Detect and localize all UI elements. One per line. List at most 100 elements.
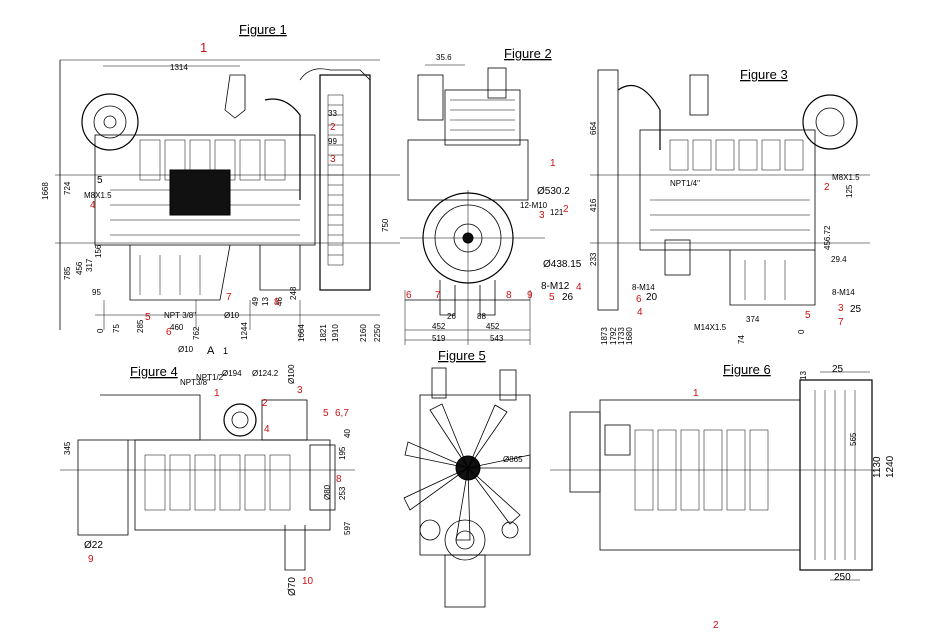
figure-2-title: Figure 2 <box>504 46 552 61</box>
dim-20: 20 <box>646 292 658 303</box>
dim-13: 13 <box>261 297 270 306</box>
dim-456: 456 <box>75 261 84 275</box>
dim-1733: 1733 <box>617 327 626 345</box>
callout-1: 1 <box>693 388 699 399</box>
figure-5: Figure 5 Ø865 <box>403 348 531 608</box>
engine-plan-view <box>599 399 801 551</box>
dim-40: 40 <box>343 429 352 438</box>
callout-2: 2 <box>563 204 569 215</box>
dim-88: 88 <box>477 312 486 321</box>
dim-75: 75 <box>112 324 121 333</box>
air-filter-right <box>487 67 507 99</box>
callout-4: 4 <box>264 424 270 435</box>
dim-46: 46 <box>275 297 284 306</box>
dim-35-6: 35.6 <box>436 53 452 62</box>
dim-8-m14-left: 8-M14 <box>632 283 655 292</box>
callout-8: 8 <box>274 297 280 308</box>
turbocharger <box>81 93 139 151</box>
dim-248: 248 <box>289 286 298 300</box>
dim-374: 374 <box>746 315 760 324</box>
callout-3: 3 <box>297 385 303 396</box>
dim-250: 250 <box>834 572 851 583</box>
dim-452-right: 452 <box>486 322 500 331</box>
figure-3-title: Figure 3 <box>740 67 788 82</box>
fuel-pump <box>169 169 231 216</box>
npt-3-8: NPT3/8" <box>180 378 210 387</box>
callout-7: 7 <box>435 290 441 301</box>
callout-2: 2 <box>262 398 268 409</box>
dim-33: 33 <box>328 109 337 118</box>
dim-785: 785 <box>63 266 72 280</box>
dim-724: 724 <box>63 181 72 195</box>
exhaust-outlet <box>224 74 246 119</box>
dim-phi70: Ø70 <box>287 577 298 596</box>
callout-6: 6 <box>166 327 172 338</box>
dim-8-m12: 8-M12 <box>541 281 570 292</box>
callout-4: 4 <box>637 307 643 318</box>
radiator <box>319 74 371 291</box>
figure-1-title: Figure 1 <box>239 22 287 37</box>
engine-block-right-side <box>639 129 816 251</box>
callout-9: 9 <box>527 290 533 301</box>
dim-1314: 1314 <box>170 63 188 72</box>
dim-26b: 26 <box>447 312 456 321</box>
npt-label: NPT 3/8" <box>164 311 196 320</box>
oil-pan-right <box>729 250 816 306</box>
callout-2: 2 <box>824 182 830 193</box>
callout-1-top: 1 <box>200 40 207 55</box>
dim-m14x15: M14X1.5 <box>694 323 727 332</box>
dim-460: 460 <box>170 323 184 332</box>
callout-8: 8 <box>506 290 512 301</box>
section-5: 5 <box>97 175 103 186</box>
callout-5: 5 <box>145 312 151 323</box>
dim-29-4: 29.4 <box>831 255 847 264</box>
crank-pulley <box>444 519 486 561</box>
callout-7: 7 <box>838 317 844 328</box>
dim-1792: 1792 <box>609 327 618 345</box>
turbocharger-right <box>802 94 858 150</box>
dim-750: 750 <box>381 218 390 232</box>
callout-6-7: 6,7 <box>335 408 349 419</box>
dim-2250: 2250 <box>373 324 382 342</box>
section-1: 1 <box>223 346 228 356</box>
callout-5: 5 <box>323 408 329 419</box>
dim-253: 253 <box>338 486 347 500</box>
dim-1130: 1130 <box>872 456 883 478</box>
dim-0-right: 0 <box>797 329 806 334</box>
dim-121: 121 <box>550 208 564 217</box>
dim-2160: 2160 <box>359 324 368 342</box>
dim-13-top: 13 <box>799 371 808 380</box>
dim-156: 156 <box>94 244 103 258</box>
radiator-edge <box>597 69 619 311</box>
dim-1821: 1821 <box>319 324 328 342</box>
figure-2: Figure 2 35.6 Ø530.2 12-M10 121 Ø438.15 <box>400 46 582 345</box>
oil-pan <box>129 244 231 301</box>
npt-1-2: NPT1/2" <box>196 373 226 382</box>
dim-phi865: Ø865 <box>503 455 523 464</box>
dim-519: 519 <box>432 334 446 343</box>
turbo-top <box>223 403 257 437</box>
dim-664: 664 <box>589 121 598 135</box>
callout-5: 5 <box>805 310 811 321</box>
intercooler <box>444 89 521 146</box>
dim-233: 233 <box>589 252 598 266</box>
dim-phi100: Ø100 <box>287 364 296 384</box>
dim-phi10-a: Ø10 <box>224 311 240 320</box>
callout-9: 9 <box>88 554 94 565</box>
dim-phi438: Ø438.15 <box>543 259 582 270</box>
callout-4: 4 <box>90 200 96 211</box>
dim-345: 345 <box>63 441 72 455</box>
view-a-label: A <box>207 345 215 357</box>
callout-7: 7 <box>226 292 232 303</box>
engine-top-view <box>134 439 331 531</box>
figure-1: Figure 1 <box>41 22 400 357</box>
air-filter-left <box>417 74 444 121</box>
dim-1240: 1240 <box>885 455 896 478</box>
dim-49: 49 <box>251 297 260 306</box>
dim-195: 195 <box>338 446 347 460</box>
callout-6: 6 <box>636 294 642 305</box>
figure-6: Figure 6 13 25 565 1130 1240 250 1 2 <box>550 362 896 631</box>
dim-12-m10: 12-M10 <box>520 201 548 210</box>
dim-543: 543 <box>490 334 504 343</box>
callout-10: 10 <box>302 576 314 587</box>
